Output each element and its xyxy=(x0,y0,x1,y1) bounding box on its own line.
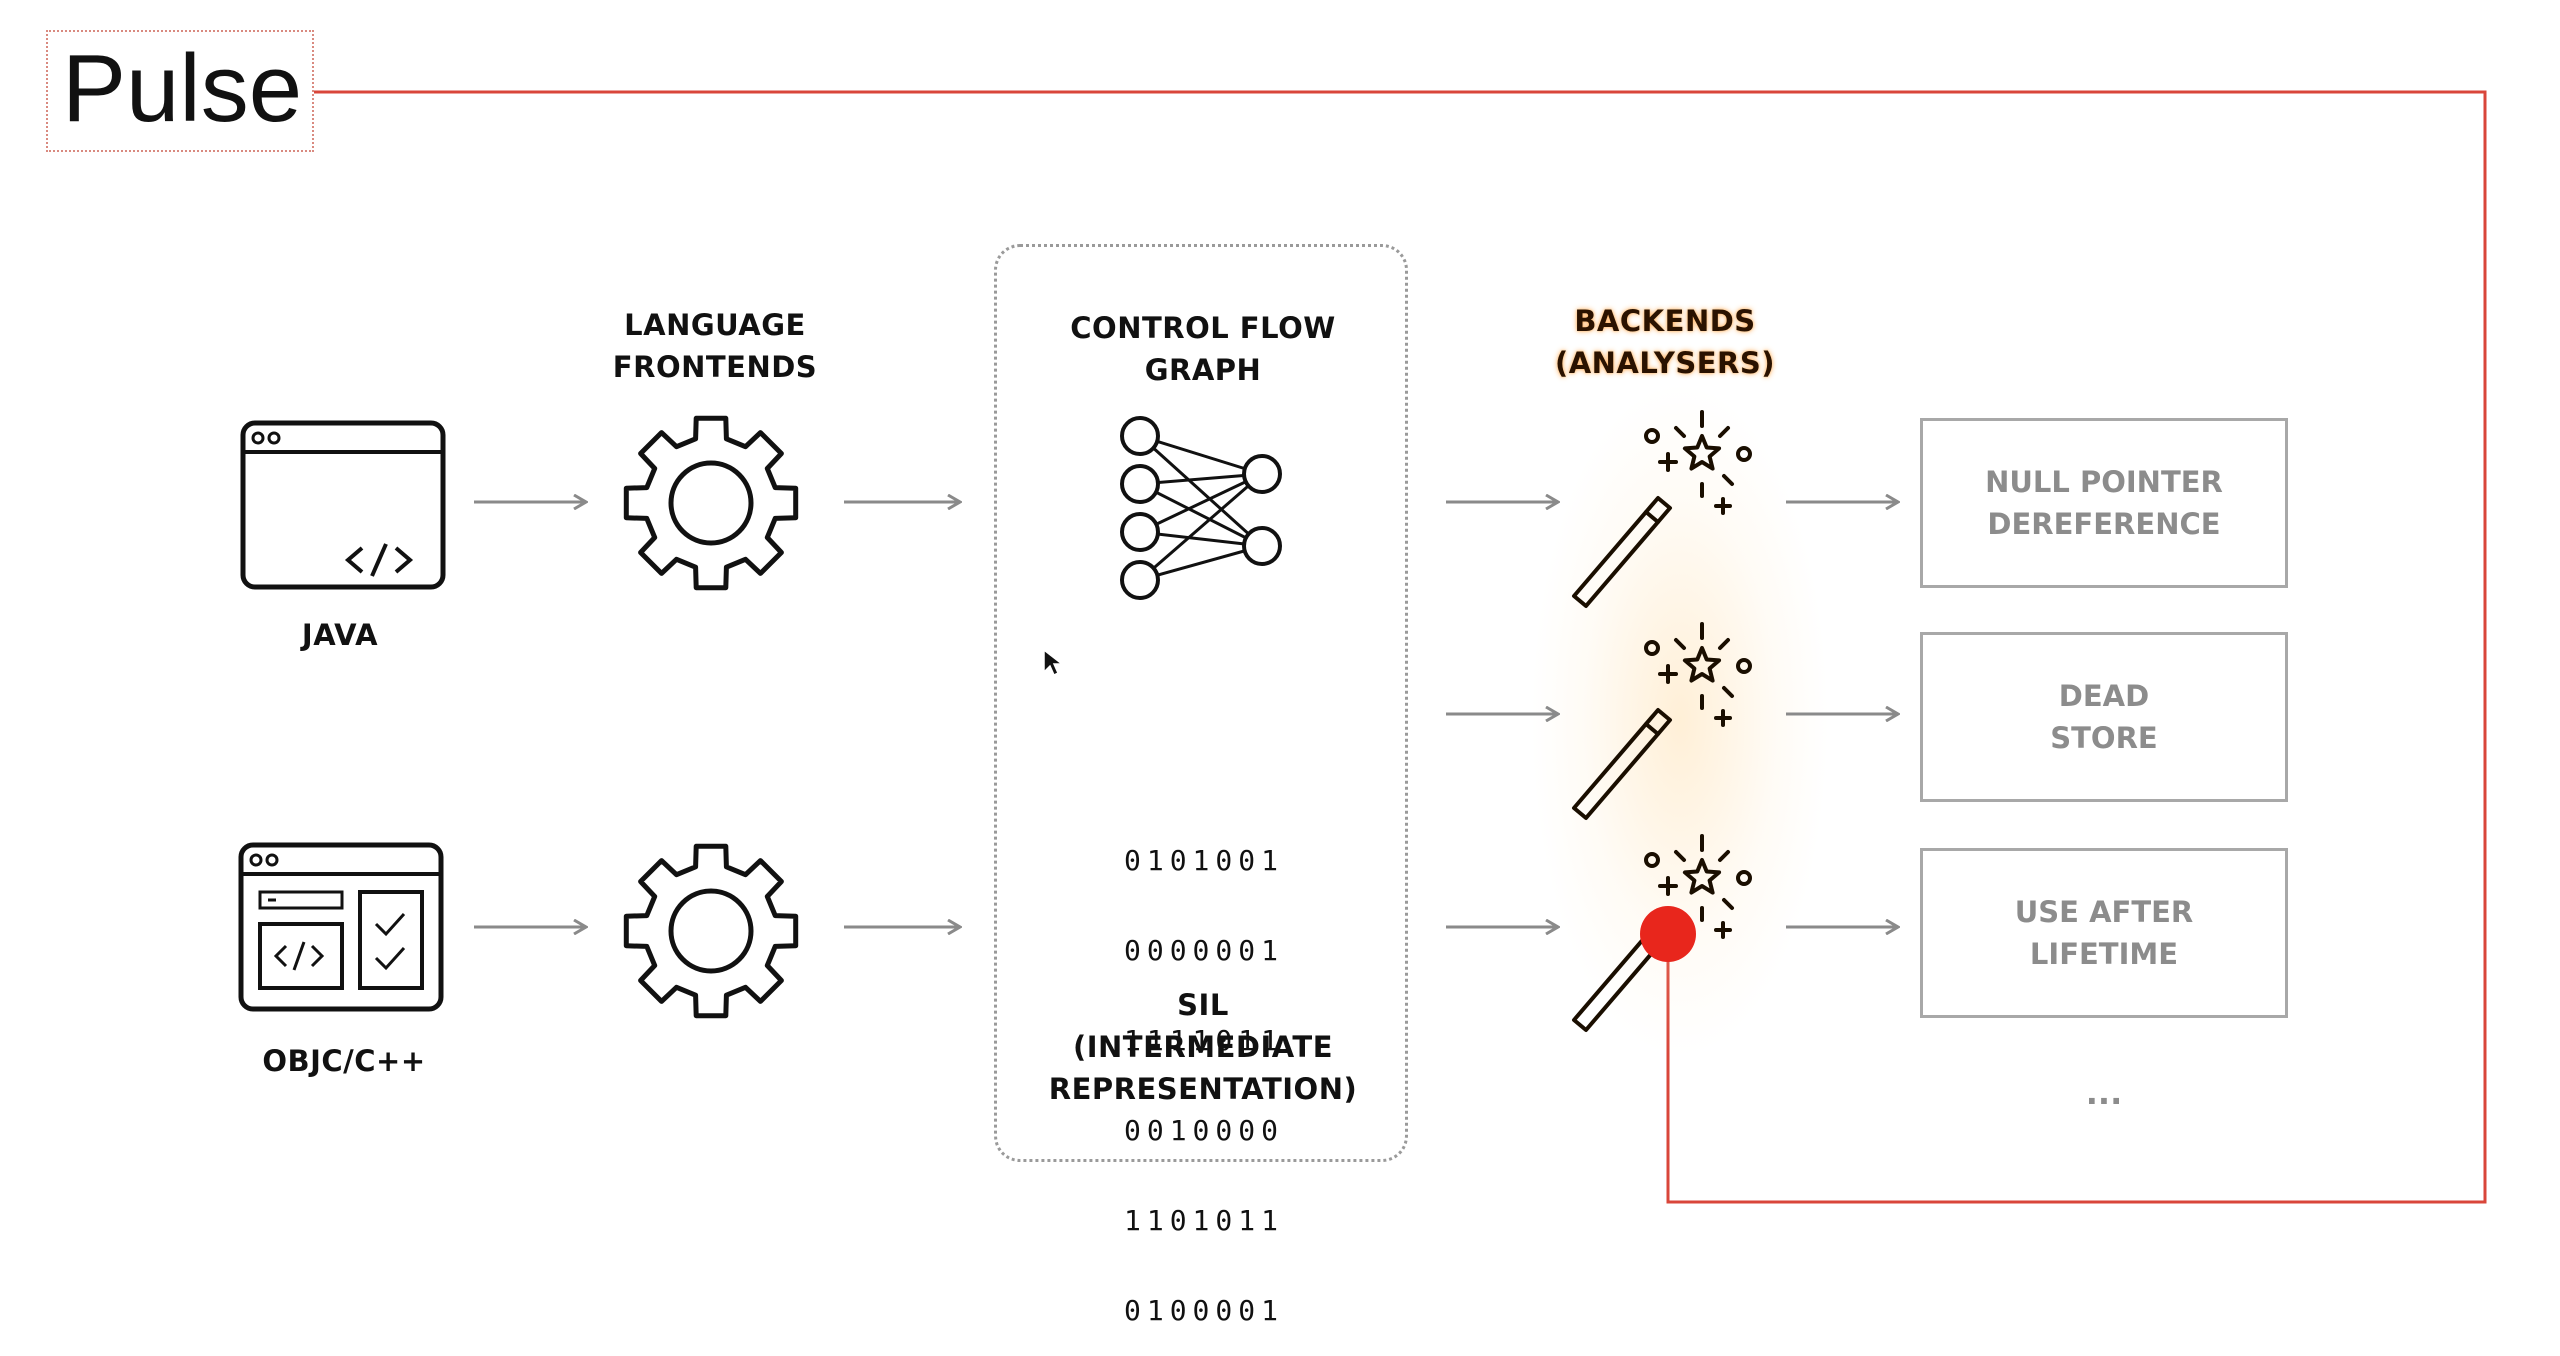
gear-icon xyxy=(623,843,799,1019)
window-code-icon xyxy=(240,420,446,590)
output-box-dead-store: DEAD STORE xyxy=(1920,632,2288,802)
output-label: USE AFTER LIFETIME xyxy=(2014,895,2194,971)
page-title: Pulse xyxy=(62,35,303,142)
neural-graph-icon xyxy=(1120,416,1282,600)
output-label: NULL POINTER DEREFERENCE xyxy=(1985,465,2223,541)
binary-line: 0010000 xyxy=(1123,1114,1284,1147)
output-box-null-pointer: NULL POINTER DEREFERENCE xyxy=(1920,418,2288,588)
binary-line: 1111011 xyxy=(1123,1024,1284,1057)
gear-icon xyxy=(623,415,799,591)
magic-wand-icon xyxy=(1572,622,1752,820)
frontends-label: LANGUAGE FRONTENDS xyxy=(612,308,818,384)
binary-line: 0000001 xyxy=(1123,934,1284,967)
sil-label: SIL (INTERMEDIATE REPRESENTATION) xyxy=(1048,988,1358,1106)
highlight-connector xyxy=(314,90,2487,1204)
java-label: JAVA xyxy=(301,618,379,652)
more-ellipsis: ... xyxy=(2085,1074,2123,1112)
red-marker-dot xyxy=(1640,906,1696,962)
magic-wand-icon xyxy=(1572,410,1752,608)
objc-label: OBJC/C++ xyxy=(262,1044,426,1078)
binary-line: 1101011 xyxy=(1123,1204,1284,1237)
arrows-layer xyxy=(474,0,2560,1265)
title-box xyxy=(46,30,314,152)
window-ui-icon xyxy=(238,842,444,1012)
binary-line: 0101001 xyxy=(1123,844,1284,877)
binary-line: 0100001 xyxy=(1123,1294,1284,1327)
output-label: DEAD STORE xyxy=(2050,679,2158,755)
cursor-icon xyxy=(1043,648,1065,677)
ir-container xyxy=(994,244,1408,1162)
backends-label: BACKENDS (ANALYSERS) xyxy=(1554,304,1776,380)
cfg-label: CONTROL FLOW GRAPH xyxy=(1070,311,1336,387)
output-box-use-after-lifetime: USE AFTER LIFETIME xyxy=(1920,848,2288,1018)
